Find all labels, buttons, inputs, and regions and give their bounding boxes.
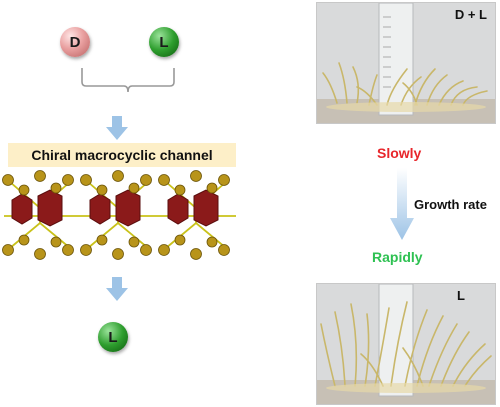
down-arrow-icon [106,116,128,140]
rapidly-label: Rapidly [372,249,423,265]
molecule-d-label: D [69,33,81,51]
photo-bottom-label: L [457,288,465,303]
photo-top-label: D + L [454,7,487,22]
molecule-l-sphere: L [149,27,179,57]
macrocycle-channel-structure [2,170,236,260]
bracket [81,68,175,93]
product-l-label: L [108,328,118,346]
product-l-sphere: L [98,322,128,352]
down-arrow-icon [106,277,128,301]
slowly-label: Slowly [377,145,422,161]
molecule-d-sphere: D [60,27,90,57]
photo-seedlings-l: L [316,283,496,405]
growth-rate-label: Growth rate [414,197,487,212]
photo-seedlings-d-plus-l: D + L [316,2,496,124]
channel-label: Chiral macrocyclic channel [8,143,236,167]
molecule-l-label: L [159,33,169,51]
growth-rate-arrow-icon [390,168,414,240]
